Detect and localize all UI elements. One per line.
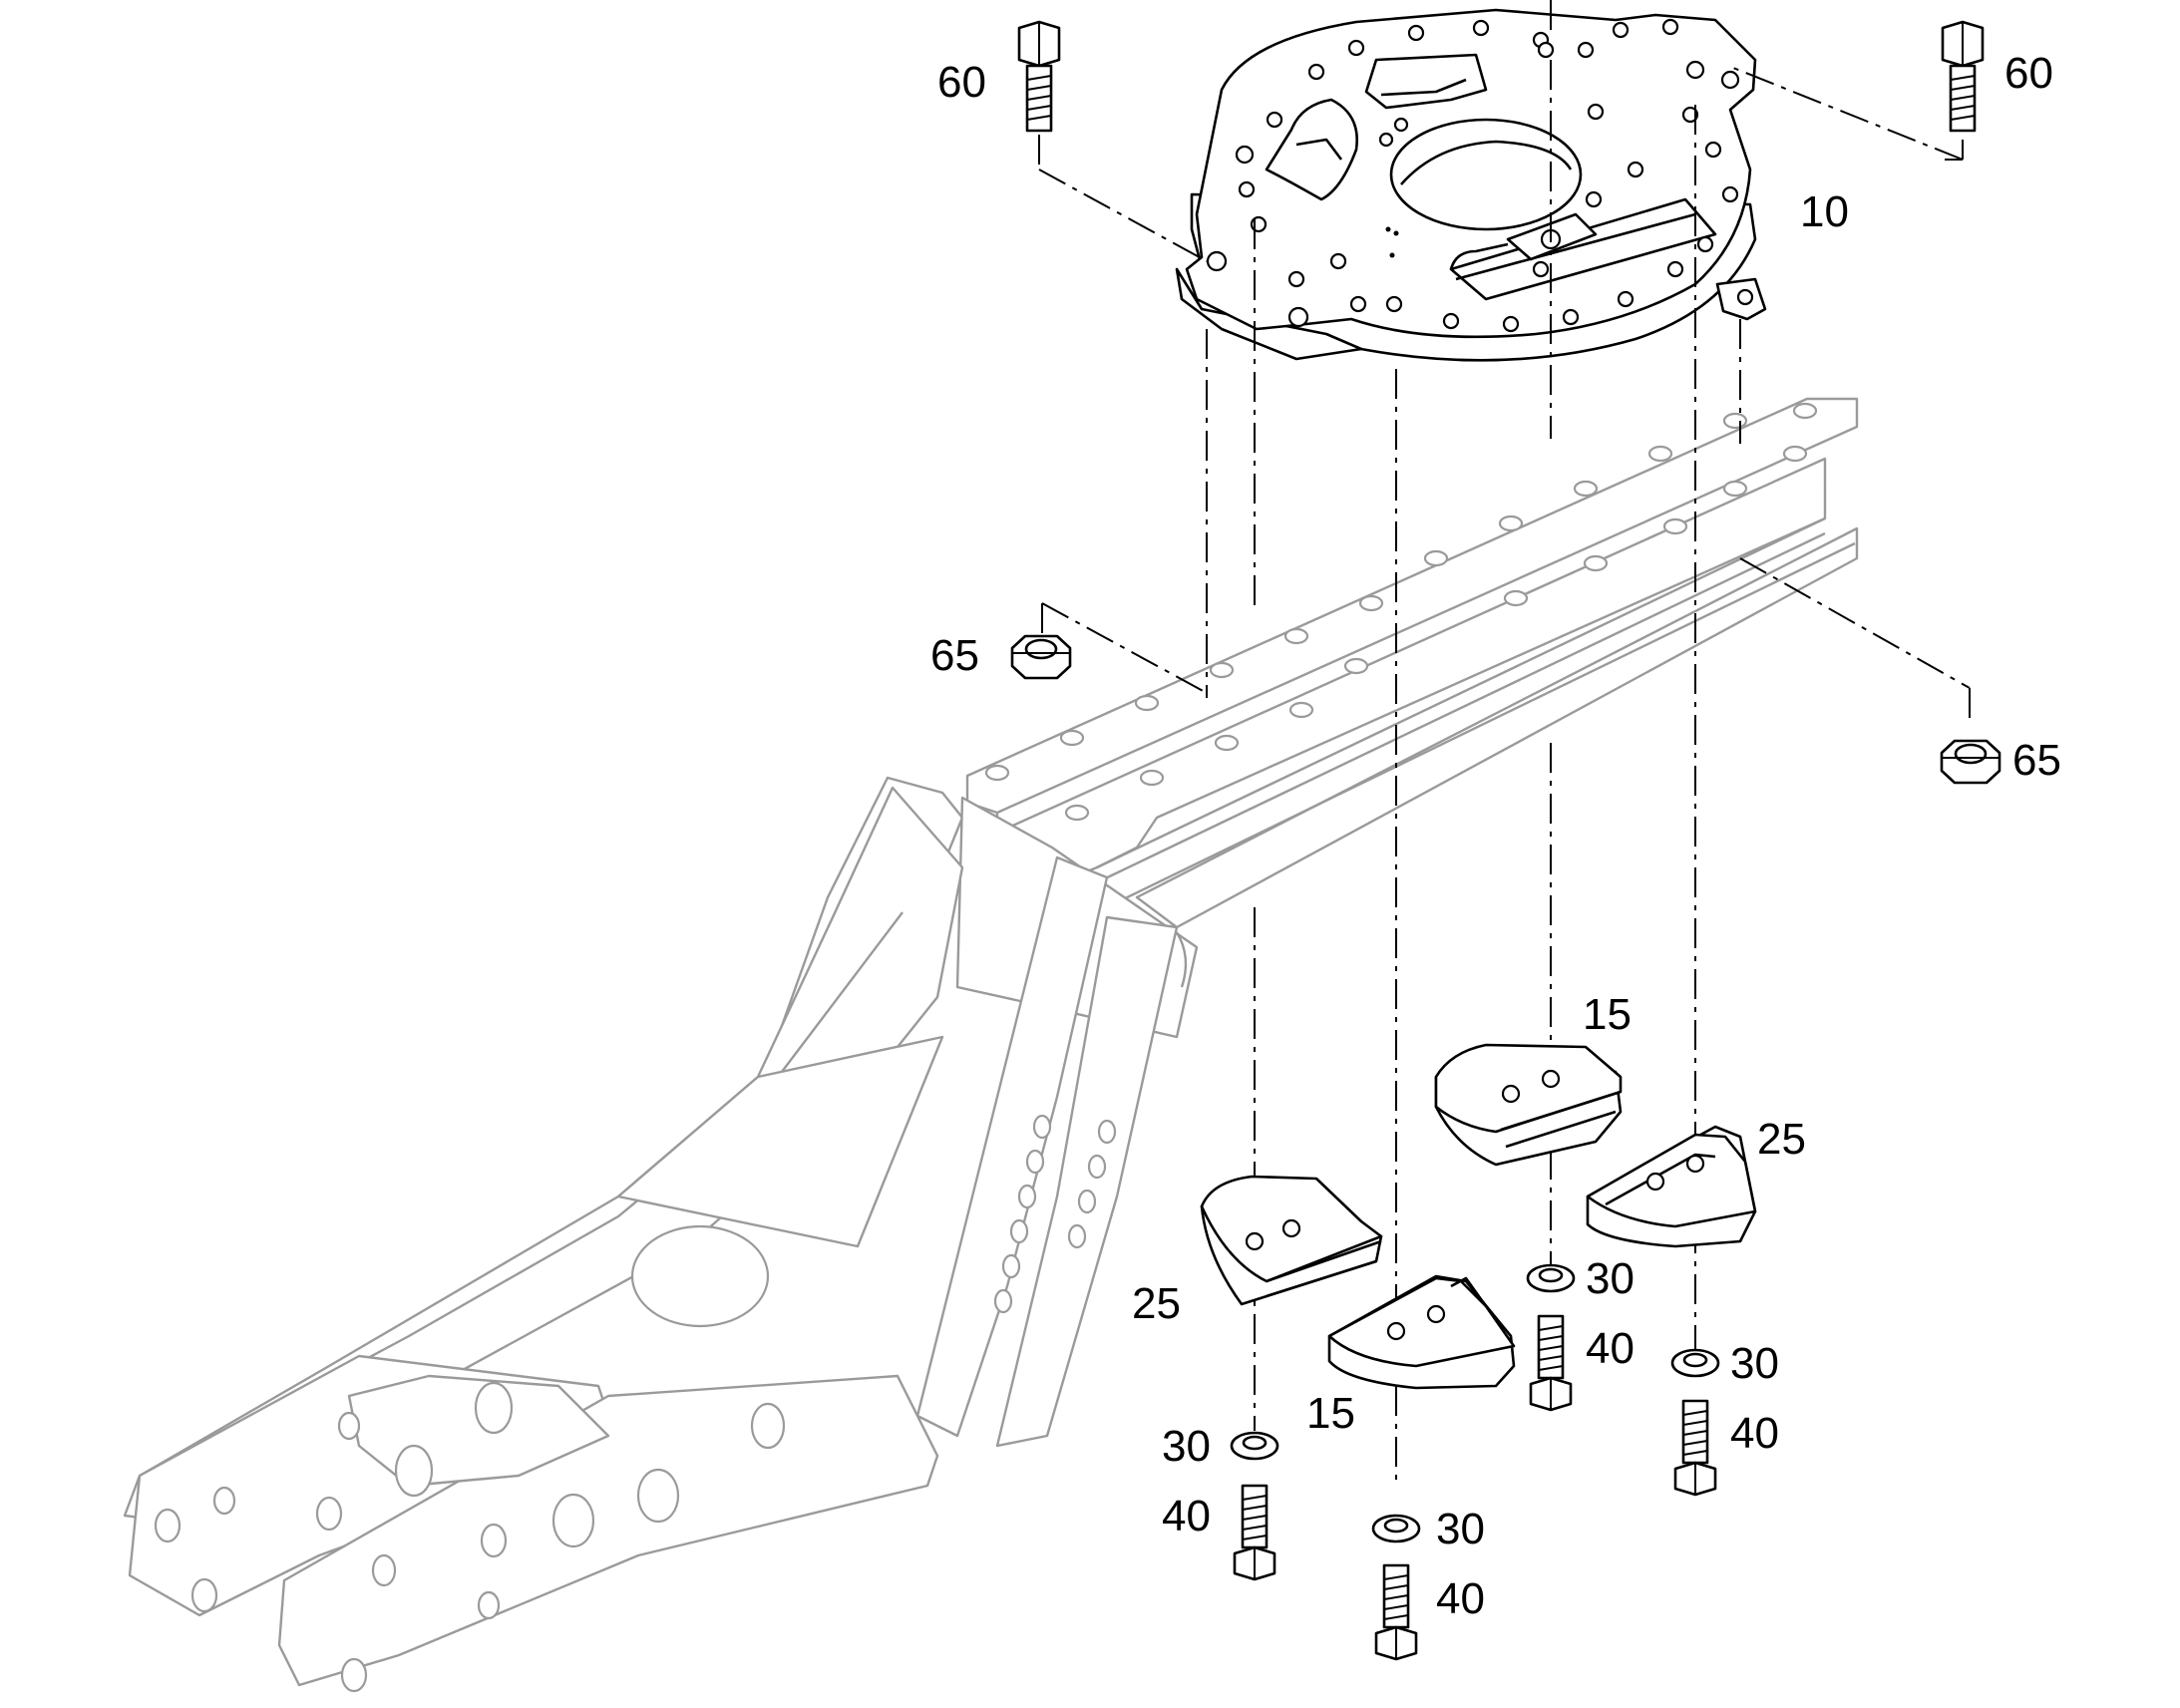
callout-15-upper: 15 (1583, 990, 1632, 1039)
frame-beam (965, 397, 1859, 929)
block-25-right (1586, 1125, 1757, 1248)
washer-30-left (1230, 1431, 1279, 1461)
bolt-40-right-upper (1529, 1314, 1573, 1412)
callout-10: 10 (1800, 187, 1849, 236)
callout-25-left: 25 (1132, 1279, 1181, 1328)
callout-65-left: 65 (930, 631, 979, 680)
bolt-60-left (1017, 20, 1061, 133)
callout-labels: 60 60 10 65 65 15 25 25 15 30 40 30 40 3… (930, 49, 2061, 1623)
frame-holes (984, 402, 1818, 822)
callout-60-right: 60 (2004, 49, 2053, 98)
callout-30-a: 30 (1586, 1254, 1635, 1303)
bolt-40-center (1374, 1563, 1418, 1661)
callout-15-lower: 15 (1306, 1389, 1355, 1438)
nut-65-right (1940, 739, 2001, 785)
callout-40-b: 40 (1730, 1409, 1779, 1458)
bolt-40-left (1233, 1484, 1276, 1581)
block-15-upper (1434, 1043, 1623, 1167)
washer-30-right-lower (1670, 1348, 1720, 1378)
bolt-40-right-lower (1673, 1399, 1717, 1497)
block-25-left (1200, 1175, 1383, 1306)
callout-40-c: 40 (1162, 1492, 1211, 1540)
callout-30-d: 30 (1436, 1505, 1485, 1553)
callout-25-right: 25 (1757, 1115, 1806, 1164)
plate-holes (1206, 18, 1740, 333)
callout-40-d: 40 (1436, 1574, 1485, 1623)
washer-30-center (1371, 1514, 1421, 1543)
callout-30-b: 30 (1730, 1339, 1779, 1388)
mounting-plate (1175, 8, 1767, 362)
bolt-60-right (1941, 20, 1985, 133)
callout-40-a: 40 (1586, 1324, 1635, 1373)
frame-gooseneck (123, 776, 1199, 1693)
callout-65-right: 65 (2012, 736, 2061, 785)
callout-30-c: 30 (1162, 1422, 1211, 1471)
block-15-lower (1327, 1274, 1516, 1390)
nut-65-left (1010, 634, 1072, 680)
washer-30-right-upper (1526, 1263, 1576, 1293)
callout-60-left: 60 (937, 58, 986, 107)
